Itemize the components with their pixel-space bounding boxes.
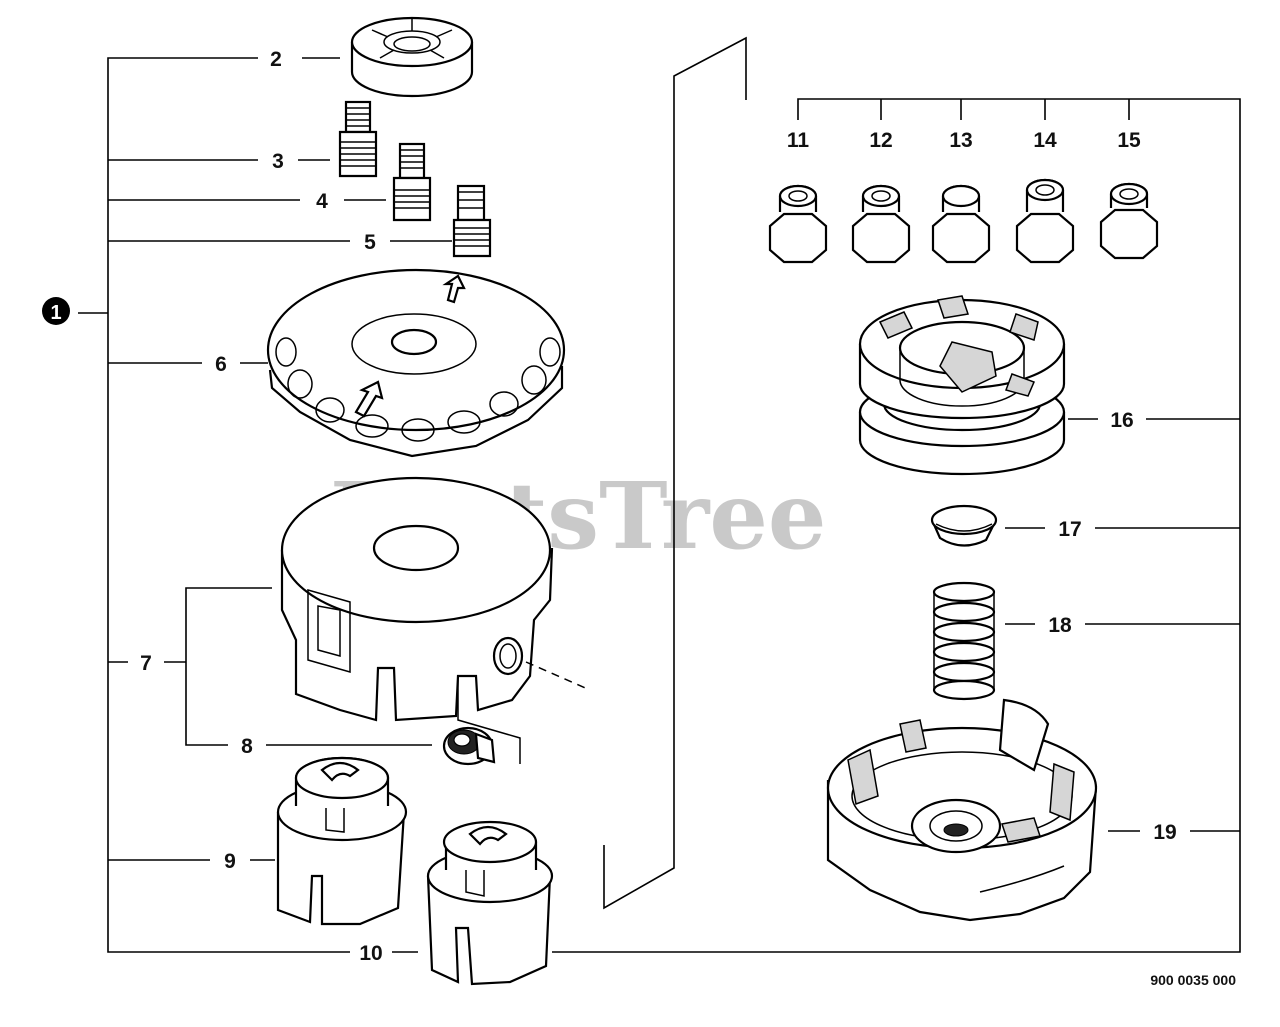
callout-10: 10 (359, 942, 382, 965)
part-15-drawing (1099, 182, 1159, 260)
callout-9: 9 (224, 850, 236, 873)
callout-5: 5 (364, 231, 376, 254)
break-line (603, 36, 747, 910)
part-17-drawing (930, 504, 998, 547)
callout-15: 15 (1117, 129, 1141, 152)
callout-12: 12 (869, 129, 892, 152)
callout-19: 19 (1153, 821, 1176, 844)
callout-2: 2 (270, 48, 282, 71)
part-14-drawing (1015, 178, 1075, 264)
diagram-code: 900 0035 000 (1150, 972, 1236, 988)
callout-13: 13 (949, 129, 972, 152)
callout-14: 14 (1033, 129, 1057, 152)
left-leader-lines (78, 57, 452, 953)
assembly-callout: 1 (50, 302, 61, 324)
callout-18: 18 (1048, 614, 1072, 637)
part-4-drawing (392, 142, 432, 222)
part-8-drawing (442, 726, 496, 766)
callout-4: 4 (316, 190, 328, 213)
part-5-drawing (452, 184, 492, 258)
part-16-drawing (858, 295, 1066, 476)
callout-3: 3 (272, 150, 284, 173)
callout-6: 6 (215, 353, 227, 376)
callout-8: 8 (241, 735, 253, 758)
part-7-drawing (280, 476, 591, 764)
callout-7: 7 (140, 652, 152, 675)
callout-11: 11 (787, 129, 810, 152)
part-19-drawing (826, 698, 1098, 922)
part-9-drawing (276, 756, 408, 926)
part-6-drawing (266, 268, 566, 458)
part-2-drawing (350, 16, 474, 98)
part-11-drawing (768, 184, 828, 264)
right-leader-lines (552, 98, 1241, 953)
part-18-drawing (932, 581, 996, 701)
part-10-drawing (426, 820, 554, 986)
part-13-drawing (931, 184, 991, 264)
callout-labels: 2 3 4 5 6 7 8 9 10 11 12 13 14 15 16 17 … (140, 48, 1177, 965)
callout-16: 16 (1110, 409, 1133, 432)
assembly-callout-badge (42, 297, 70, 325)
part-12-drawing (851, 184, 911, 264)
part-3-drawing (338, 100, 378, 178)
callout-17: 17 (1058, 518, 1081, 541)
